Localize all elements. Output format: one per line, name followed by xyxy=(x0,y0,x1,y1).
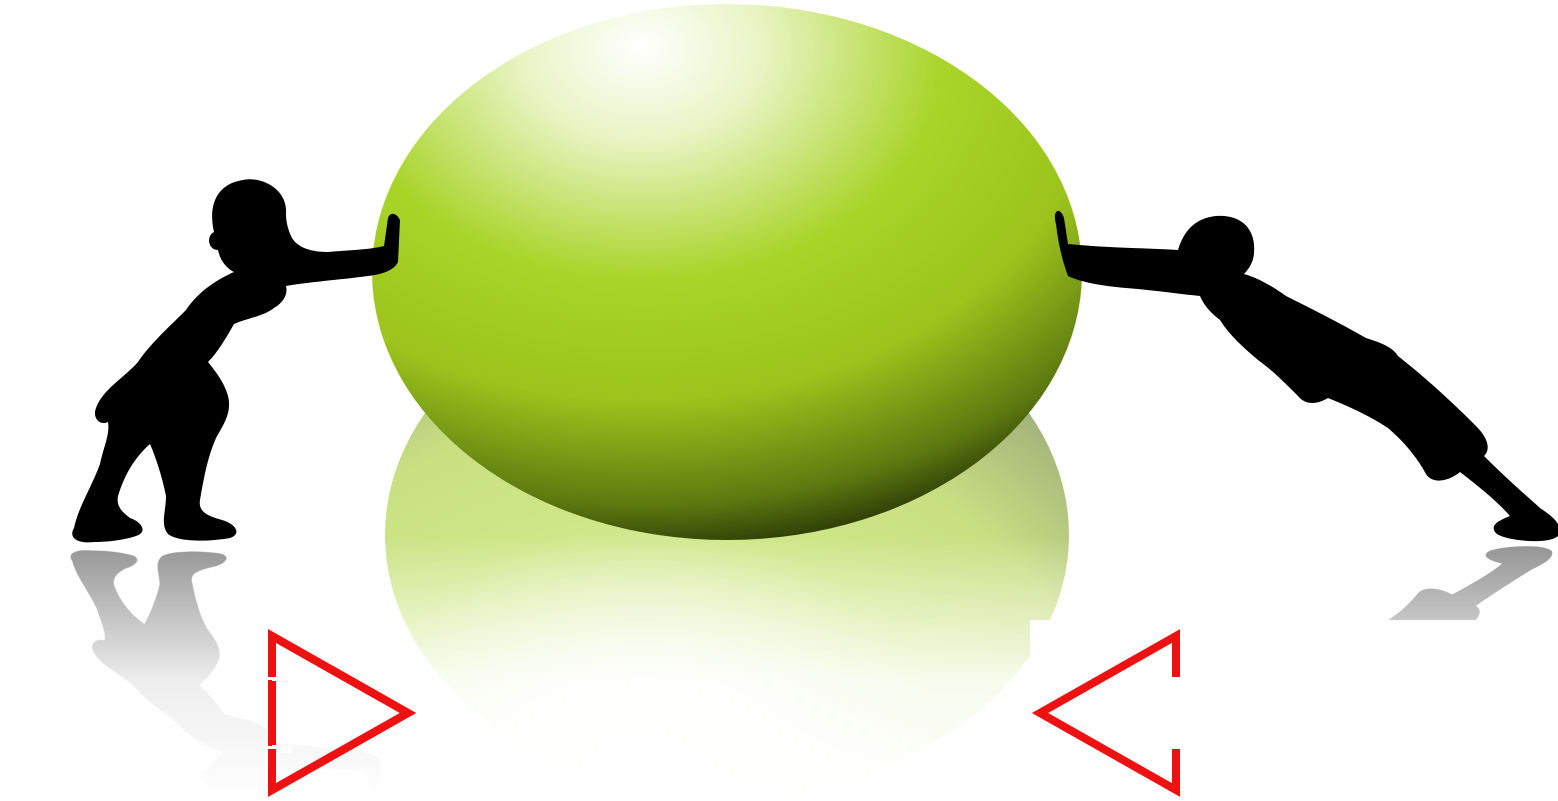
outline-arrow-left-icon xyxy=(1030,620,1480,801)
green-ball-icon xyxy=(372,4,1082,540)
